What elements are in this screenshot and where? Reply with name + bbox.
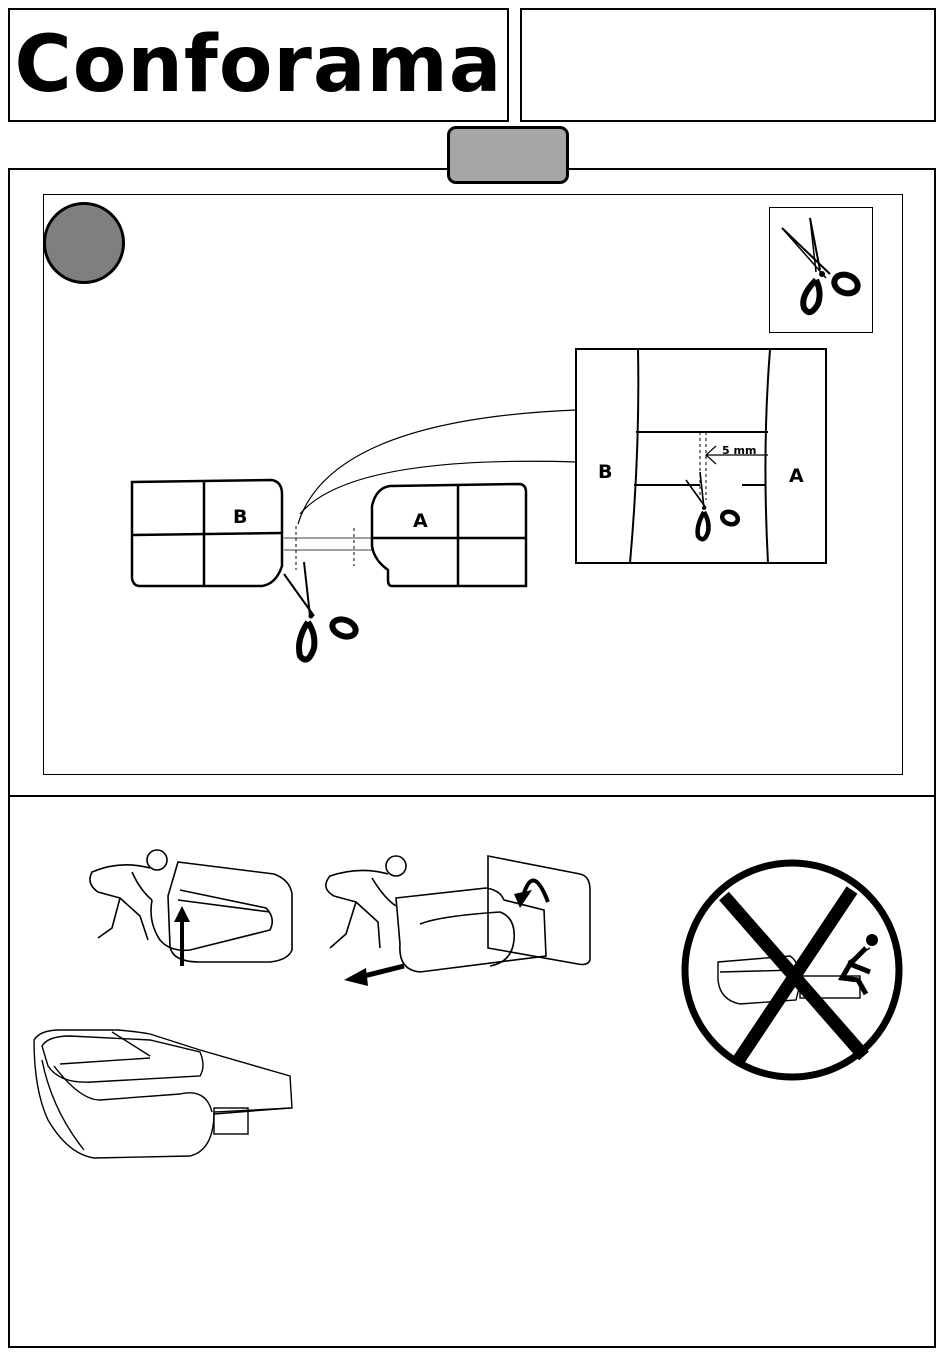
person-lifting-seat-icon <box>90 850 292 962</box>
person-pulling-seat-icon <box>326 856 590 972</box>
prohibited-sitting-on-edge-icon <box>685 863 899 1077</box>
page-number-tab <box>447 126 569 184</box>
sofa-bed-open-icon <box>34 1030 292 1158</box>
